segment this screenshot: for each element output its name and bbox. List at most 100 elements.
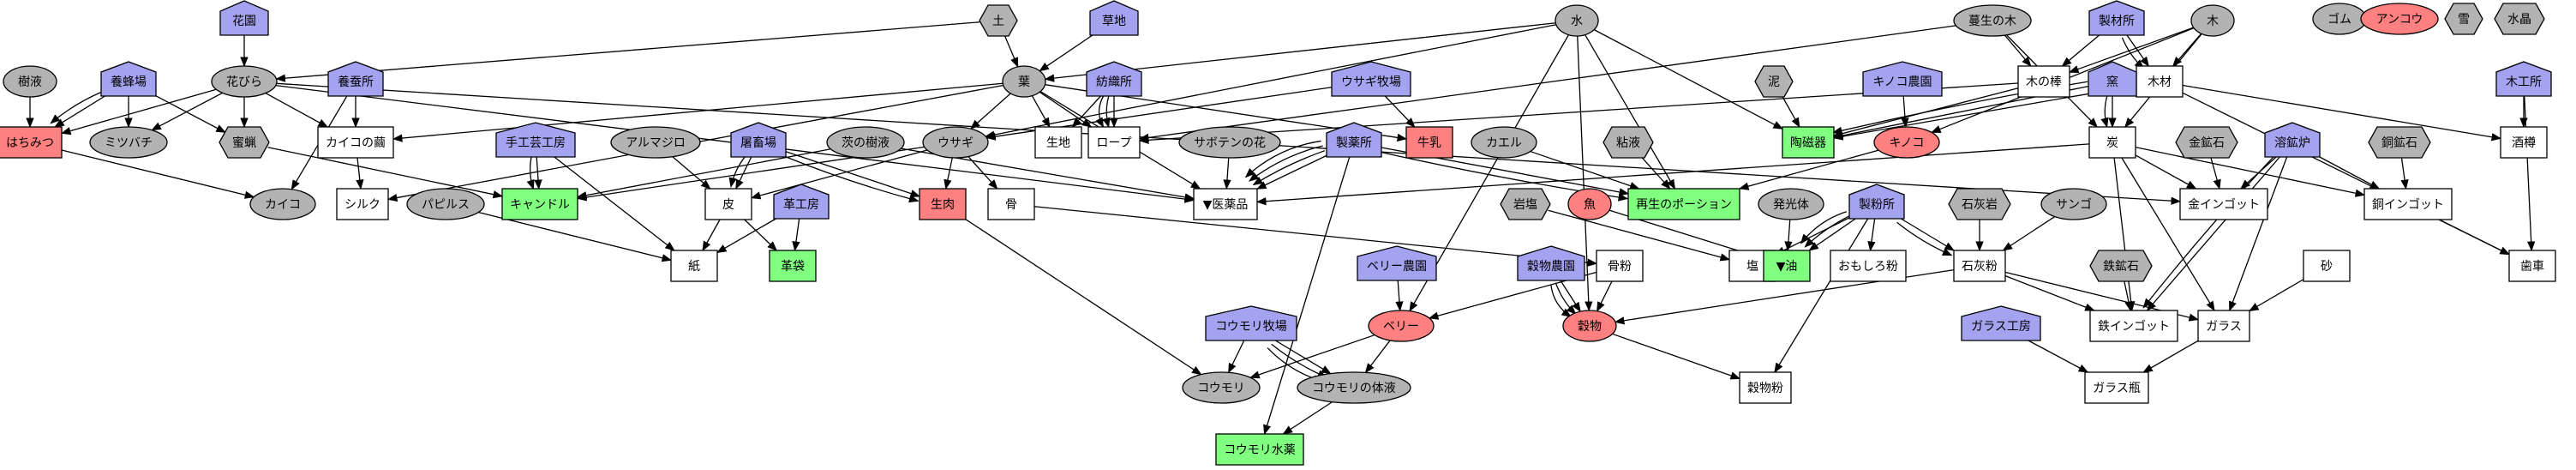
edge-kougeikoubou-to-kyandoru xyxy=(534,156,542,190)
edge-kinokonouen-to-kinoko xyxy=(1901,95,1909,129)
node-arumajiro: アルマジロ xyxy=(610,126,701,159)
node-label: キノコ農園 xyxy=(1872,75,1932,89)
node-mizu: 水 xyxy=(1555,4,1599,37)
node-shape-house xyxy=(1331,61,1411,97)
edge-berinouen-to-beri xyxy=(1395,280,1404,312)
node-suna: 砂 xyxy=(2303,250,2351,282)
edge-arumajiro-to-kawa xyxy=(672,156,711,190)
node-shape-ellipse xyxy=(2360,3,2439,35)
node-label: 手工芸工房 xyxy=(506,136,566,150)
node-label: 花園 xyxy=(232,15,256,28)
edge-bousekijo-to-roopu xyxy=(1102,95,1111,129)
node-banseinoki: 蔓生の木 xyxy=(1953,4,2032,37)
node-label: アルマジロ xyxy=(626,136,686,150)
node-usagi: ウサギ xyxy=(922,126,989,159)
node-label: 生肉 xyxy=(931,198,955,212)
node-shape-ellipse xyxy=(2190,4,2235,37)
edge-seifunjo-to-sekkaifun xyxy=(1900,218,1956,251)
node-shape-house xyxy=(1326,122,1382,158)
node-shape-hexagon xyxy=(219,126,270,159)
node-shape-box xyxy=(1763,250,1811,282)
edge-ha-to-kaikonomayu xyxy=(392,82,1003,142)
node-seizaisho: 製材所 xyxy=(2088,0,2145,36)
edge-sumi-to-iyakuhin xyxy=(1255,143,2090,206)
edge-seifunjo-to-oshiroi xyxy=(1867,218,1876,252)
edge-ki-to-mokuzai xyxy=(2172,33,2202,67)
node-label: ウサギ牧場 xyxy=(1341,75,1401,89)
edge-seifunjo-to-abura xyxy=(1800,211,1848,244)
node-shape-box xyxy=(670,250,718,282)
node-kaiko: カイコ xyxy=(249,188,316,220)
node-saboten: サボテンの花 xyxy=(1178,126,1281,159)
edge-seiyakujo-to-iyakuhin xyxy=(1244,140,1321,178)
node-shape-hexagon xyxy=(1500,188,1551,220)
node-hachimitsu: はちみつ xyxy=(0,126,63,159)
node-seiyakujo: 製薬所 xyxy=(1326,122,1382,158)
node-label: 泥 xyxy=(1768,75,1780,89)
node-iyakuhin: ▼医薬品 xyxy=(1193,188,1258,220)
node-shape-house xyxy=(1961,305,2041,341)
node-label: 穀物 xyxy=(1578,320,1602,334)
edge-ha-to-kiji xyxy=(1031,95,1051,129)
node-label: キノコ xyxy=(1889,136,1924,150)
edge-kokumotsu-to-kokumotsufun xyxy=(1612,333,1741,380)
node-shape-ellipse xyxy=(1758,188,1824,220)
node-shape-hexagon xyxy=(2368,126,2431,159)
node-kyandoru: キャンドル xyxy=(501,188,578,220)
node-shape-box xyxy=(2179,188,2268,220)
edge-youkouro-to-douingotto xyxy=(2319,156,2381,190)
node-shape-box xyxy=(1782,126,1835,159)
node-label: シルク xyxy=(344,198,380,212)
node-shape-ellipse xyxy=(1178,126,1281,159)
node-shape-house xyxy=(1517,245,1585,281)
node-shape-box xyxy=(769,250,817,282)
node-shape-ellipse xyxy=(1953,4,2032,37)
node-label: 雪 xyxy=(2458,13,2470,27)
node-label: 炭 xyxy=(2106,136,2118,150)
edge-kakoubou-to-kagukuro xyxy=(792,218,800,252)
node-shape-house xyxy=(1205,305,1297,341)
node-shape-box xyxy=(1034,126,1082,159)
node-label: 再生のポーション xyxy=(1636,198,1732,212)
node-koumoribokujou: コウモリ牧場 xyxy=(1205,305,1297,341)
node-shape-ellipse xyxy=(826,126,905,159)
node-doukouseki: 銅鉱石 xyxy=(2368,126,2431,159)
edge-koumoritaieki-to-koumorisuiyaku xyxy=(1282,401,1333,435)
node-shape-ellipse xyxy=(1297,371,1411,404)
edge-kawa-to-kagukuro xyxy=(744,219,778,251)
node-label: 牛乳 xyxy=(1417,136,1441,150)
node-sekkaigan: 石灰岩 xyxy=(1948,188,2011,220)
node-shape-house xyxy=(1089,0,1139,36)
edge-sekkaifun-to-kokumotsu xyxy=(1614,268,1955,325)
edge-sumi-to-kiningotto xyxy=(2135,154,2197,190)
edge-seiyakujo-to-iyakuhin xyxy=(1252,150,1326,186)
node-kaeru: カエル xyxy=(1471,126,1537,159)
node-label: 金鉱石 xyxy=(2189,136,2225,150)
edge-mizu-to-usagi xyxy=(984,24,1557,139)
node-shape-ellipse xyxy=(1873,126,1940,159)
edge-youkouro-to-garasu xyxy=(2229,156,2288,312)
node-label: ガラス工房 xyxy=(1971,320,2031,334)
edge-kokumotsunouen-to-kokumotsu xyxy=(1555,282,1577,315)
node-nenneki: 粘液 xyxy=(1603,126,1654,159)
node-shape-house xyxy=(1357,245,1437,281)
node-hakkoutai: 発光体 xyxy=(1758,188,1824,220)
node-label: カイコの繭 xyxy=(326,136,386,150)
node-kotsufun: 骨粉 xyxy=(1596,250,1644,282)
node-shape-box xyxy=(704,188,752,220)
node-label: 魚 xyxy=(1584,198,1596,212)
edge-doro-to-toujiki xyxy=(1781,95,1800,129)
node-shape-box xyxy=(1193,188,1258,220)
edge-hanabira-to-kaikonomayu xyxy=(265,93,329,128)
node-shape-box xyxy=(2017,65,2070,98)
edge-youhoujou-to-hachimitsu xyxy=(50,92,101,124)
node-shape-box xyxy=(1953,250,2006,282)
node-label: 塩 xyxy=(1746,260,1758,274)
node-hanabira: 花びら xyxy=(211,65,278,98)
edge-kawa-to-kami xyxy=(702,219,721,252)
node-shape-box xyxy=(1830,250,1907,282)
edge-tosatsujou-to-kawa xyxy=(735,156,752,190)
edge-ganen-to-shio xyxy=(1548,209,1731,262)
node-shape-house xyxy=(100,61,157,97)
